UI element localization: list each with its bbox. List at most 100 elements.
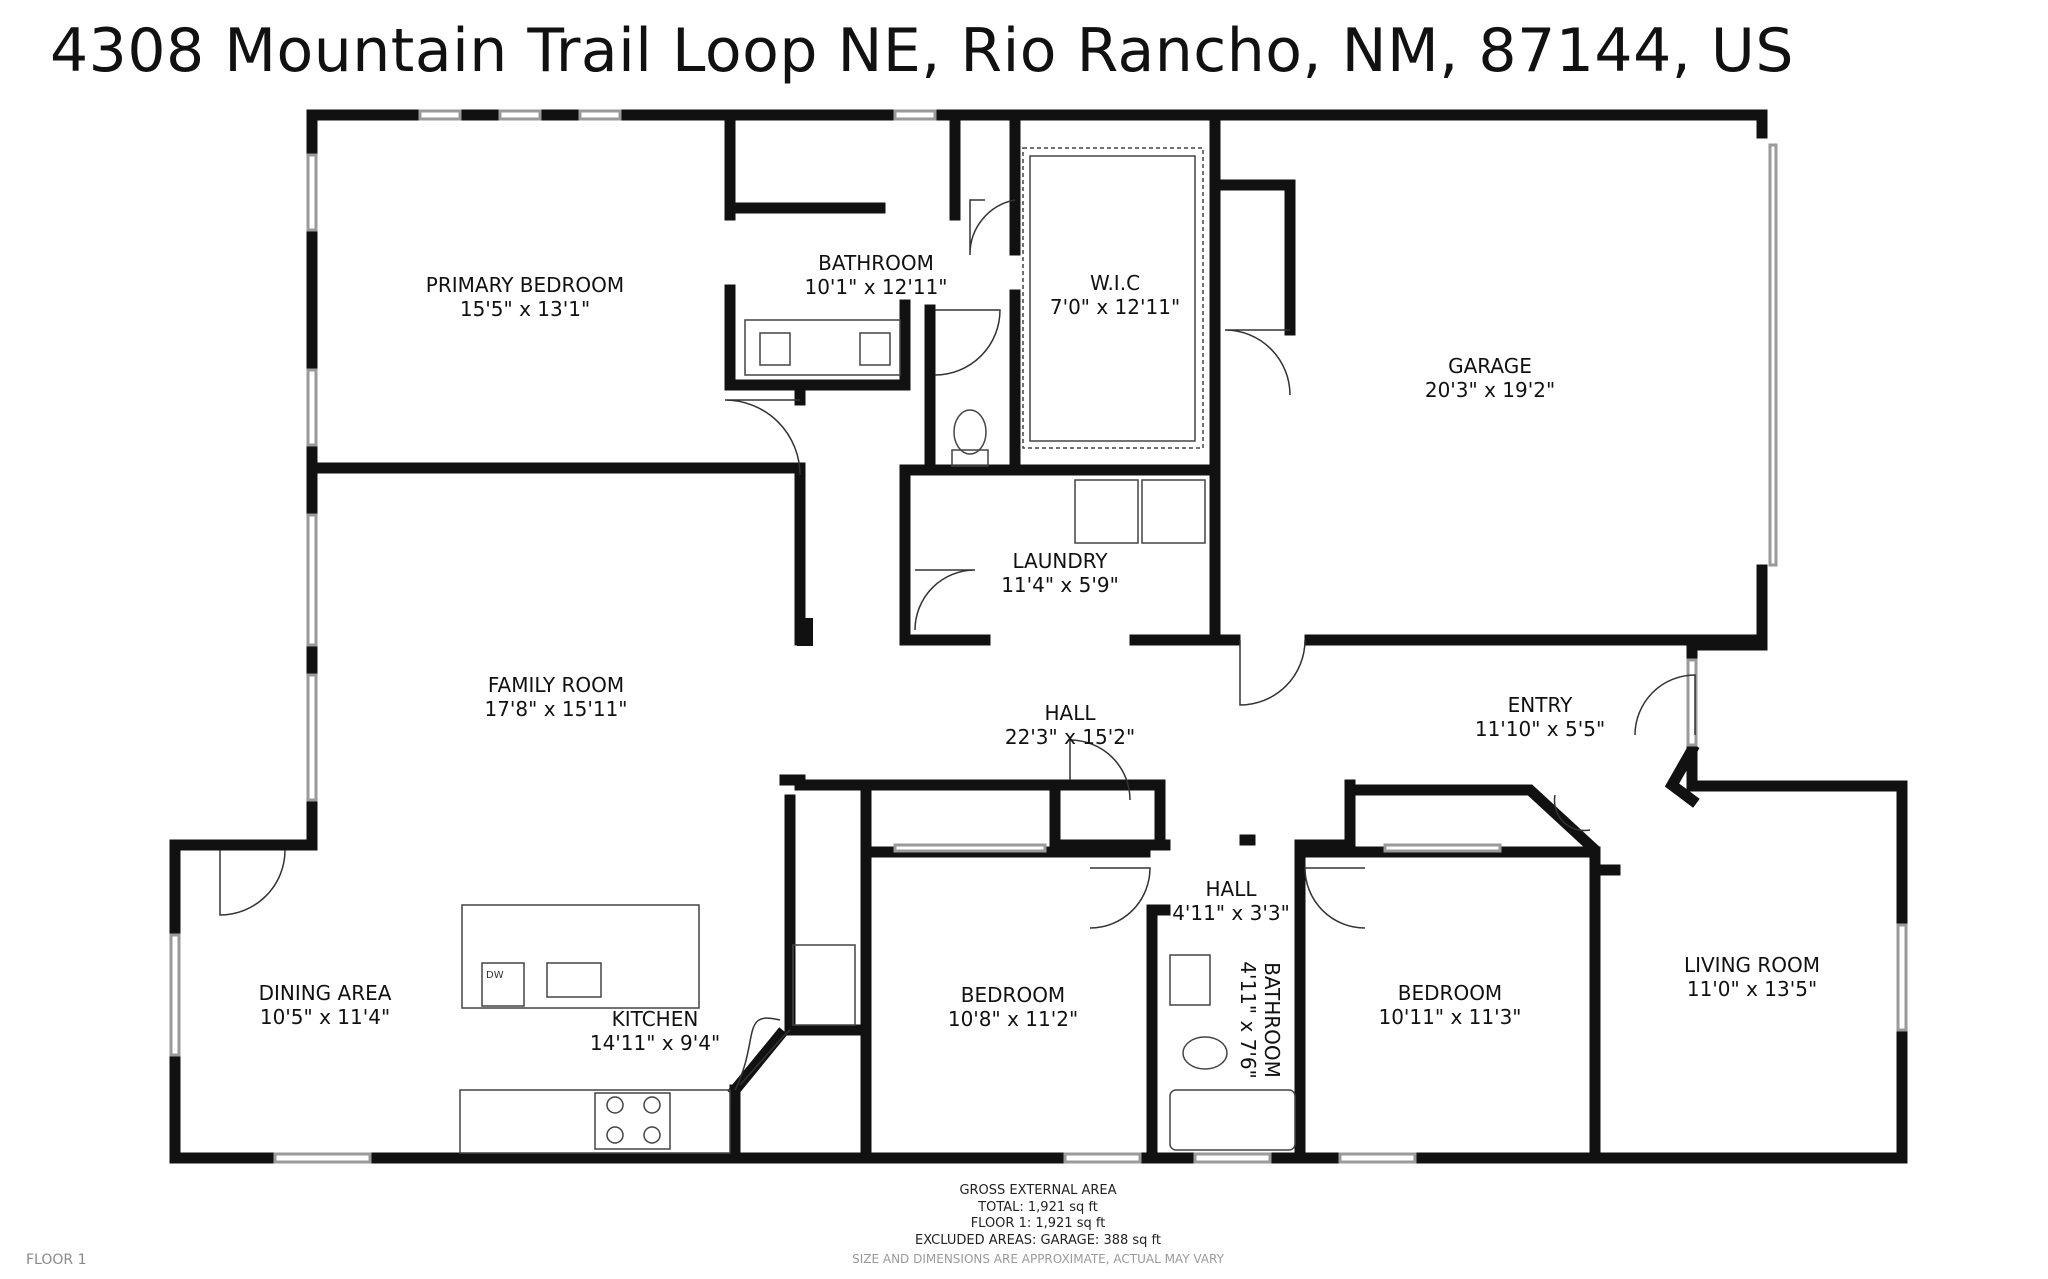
room-name-primary-bedroom: PRIMARY BEDROOM <box>426 273 624 297</box>
room-dims-family-room: 17'8" x 15'11" <box>484 697 627 721</box>
exterior-wall <box>306 109 1768 139</box>
room-labels: PRIMARY BEDROOM 15'5" x 13'1" BATHROOM 1… <box>259 251 1820 1079</box>
door-swing <box>1239 639 1306 706</box>
column <box>797 618 813 646</box>
window <box>893 843 1047 853</box>
burner <box>606 1126 624 1144</box>
exterior-wall <box>169 109 1908 1164</box>
toilet <box>953 409 987 455</box>
door-swing <box>969 199 1016 256</box>
window <box>1768 143 1778 567</box>
window <box>306 368 318 447</box>
burner <box>643 1126 661 1144</box>
dryer <box>1141 479 1206 544</box>
window <box>1686 658 1698 747</box>
room-name-bathroom-small: BATHROOM <box>1260 962 1284 1078</box>
disclaimer: SIZE AND DIMENSIONS ARE APPROXIMATE, ACT… <box>852 1252 1224 1266</box>
sink <box>759 332 791 366</box>
window <box>306 153 318 232</box>
pantry-shelf <box>792 944 856 1026</box>
room-name-bedroom-2: BEDROOM <box>1398 981 1502 1005</box>
bath-toilet <box>1182 1036 1228 1070</box>
sink <box>859 332 891 366</box>
window <box>498 109 542 121</box>
window <box>1383 843 1502 853</box>
door-swing <box>934 309 1001 376</box>
dishwasher-label: DW <box>486 970 504 981</box>
room-dims-bathroom-primary: 10'1" x 12'11" <box>804 275 947 299</box>
room-dims-kitchen: 14'11" x 9'4" <box>590 1031 720 1055</box>
bath-sink <box>1169 954 1211 1006</box>
vanity-counter <box>744 319 901 376</box>
door-swing <box>739 1029 791 1086</box>
kitchen-sink <box>546 962 602 998</box>
room-name-kitchen: KITCHEN <box>612 1007 699 1031</box>
room-dims-dining-area: 10'5" x 11'4" <box>260 1005 390 1029</box>
window <box>306 513 318 647</box>
room-dims-laundry: 11'4" x 5'9" <box>1001 573 1119 597</box>
wall-layer <box>169 109 1908 1164</box>
window <box>273 1152 372 1164</box>
dishwasher <box>481 962 525 1007</box>
window <box>578 109 622 121</box>
burner <box>643 1096 661 1114</box>
room-dims-bedroom-2: 10'11" x 11'3" <box>1378 1005 1521 1029</box>
door-swing <box>734 1017 781 1091</box>
property-address: 4308 Mountain Trail Loop NE, Rio Rancho,… <box>50 16 1794 86</box>
window <box>306 673 318 802</box>
room-dims-wic: 7'0" x 12'11" <box>1050 295 1180 319</box>
kitchen-island <box>461 904 700 1009</box>
room-name-wic: W.I.C <box>1090 271 1140 295</box>
door-swing <box>1634 674 1696 736</box>
fixture-layer <box>459 147 1296 1154</box>
window <box>169 933 181 1057</box>
shower-tray <box>1029 155 1196 442</box>
toilet-tank <box>951 449 989 467</box>
room-name-garage: GARAGE <box>1448 354 1532 378</box>
room-dims-entry: 11'10" x 5'5" <box>1475 717 1605 741</box>
kitchen-counter <box>459 1089 731 1154</box>
room-name-bedroom-1: BEDROOM <box>961 983 1065 1007</box>
area-floor1: FLOOR 1: 1,921 sq ft <box>970 1216 1106 1231</box>
window <box>1896 923 1908 1032</box>
door-swing <box>1304 867 1366 929</box>
area-excluded: EXCLUDED AREAS: GARAGE: 388 sq ft <box>914 1232 1161 1248</box>
window-layer <box>169 109 1908 1164</box>
door-swing <box>1553 794 1591 832</box>
window <box>1063 1152 1142 1164</box>
area-summary: GROSS EXTERNAL AREA TOTAL: 1,921 sq ft F… <box>838 1183 1238 1249</box>
window <box>1338 1152 1417 1164</box>
interior-wall <box>899 464 991 646</box>
floor-label: FLOOR 1 <box>26 1252 87 1268</box>
window <box>418 109 462 121</box>
room-name-dining-area: DINING AREA <box>259 981 392 1005</box>
window <box>893 109 937 121</box>
exterior-wall <box>1686 564 1768 651</box>
room-name-bathroom-primary: BATHROOM <box>818 251 934 275</box>
room-dims-primary-bedroom: 15'5" x 13'1" <box>460 297 590 321</box>
interior-wall <box>724 284 911 391</box>
interior-wall <box>794 779 1166 851</box>
interior-wall <box>1664 742 1700 808</box>
shower-enclosure <box>1022 147 1204 449</box>
area-heading: GROSS EXTERNAL AREA <box>959 1183 1117 1198</box>
room-name-laundry: LAUNDRY <box>1012 549 1108 573</box>
door-swing <box>1069 739 1131 801</box>
door-layer <box>219 199 1696 1091</box>
room-dims-garage: 20'3" x 19'2" <box>1425 378 1555 402</box>
room-dims-living-room: 11'0" x 13'5" <box>1687 977 1817 1001</box>
room-dims-bathroom-small: 4'11" x 7'6" <box>1236 961 1260 1079</box>
interior-wall <box>1049 779 1171 851</box>
door-swing <box>914 569 976 631</box>
burner <box>606 1096 624 1114</box>
window <box>1193 1152 1272 1164</box>
door-swing <box>1224 329 1291 396</box>
range <box>594 1092 671 1150</box>
door-swing <box>219 849 286 916</box>
door-swing <box>724 399 801 476</box>
interior-wall <box>784 794 861 1036</box>
room-name-entry: ENTRY <box>1508 693 1573 717</box>
washer <box>1074 479 1139 544</box>
room-name-living-room: LIVING ROOM <box>1684 953 1820 977</box>
